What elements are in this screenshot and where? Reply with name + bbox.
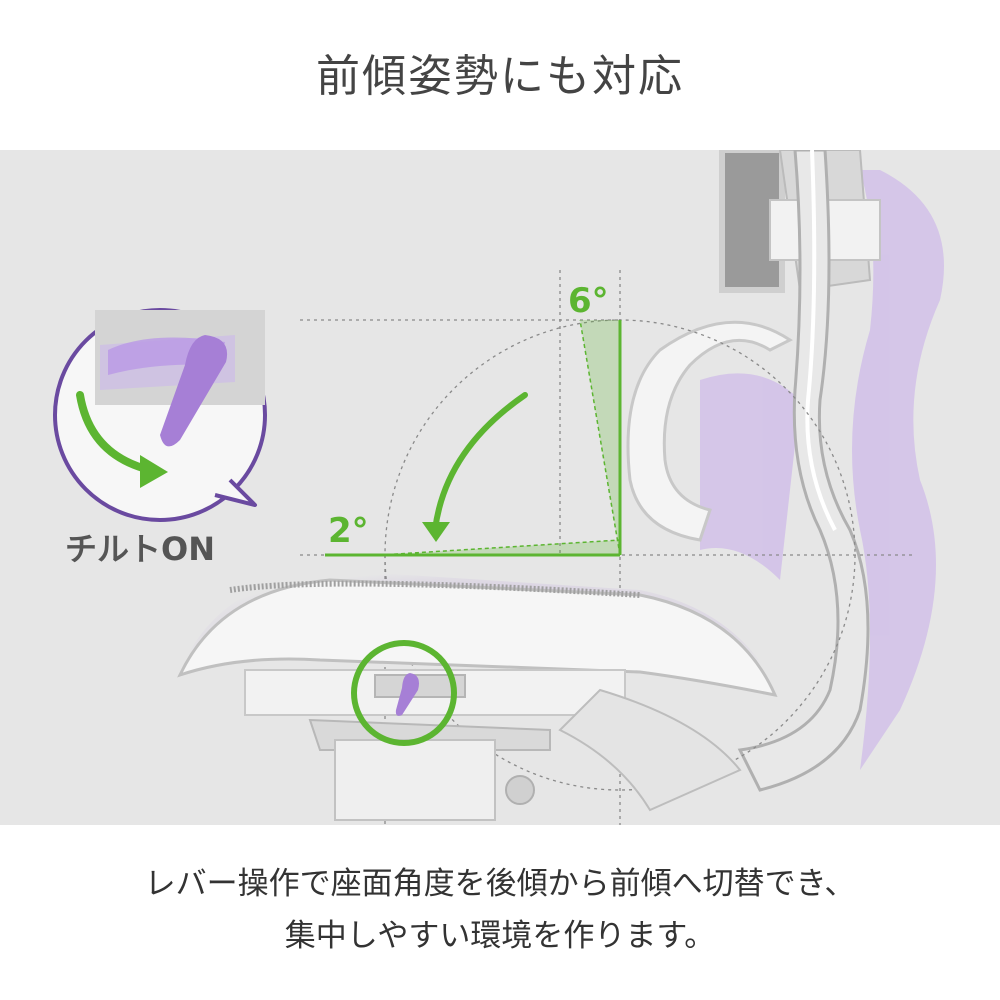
caption: レバー操作で座面角度を後傾から前傾へ切替でき、 集中しやすい環境を作ります。 bbox=[0, 858, 1000, 962]
seat bbox=[177, 570, 780, 710]
armrest bbox=[626, 320, 793, 542]
chair-photo: 6° 2° bbox=[0, 150, 1000, 825]
rotation-arrow bbox=[422, 392, 528, 542]
seat-angle-label: 2° bbox=[328, 511, 369, 551]
backrest-motion-ghost bbox=[700, 170, 944, 770]
caption-line-2: 集中しやすい環境を作ります。 bbox=[284, 918, 716, 954]
tilt-lever-highlight bbox=[351, 640, 457, 746]
chair-illustration: 6° 2° bbox=[53, 150, 944, 825]
page-title: 前傾姿勢にも対応 bbox=[316, 51, 684, 102]
seat-mechanism bbox=[244, 669, 742, 821]
lever-inset-bubble bbox=[53, 308, 267, 522]
chrome-frame bbox=[737, 150, 870, 792]
angle-wedges bbox=[325, 319, 622, 557]
tilt-on-label: チルトON bbox=[65, 530, 215, 568]
back-angle-label: 6° bbox=[568, 281, 609, 321]
caption-line-1: レバー操作で座面角度を後傾から前傾へ切替でき、 bbox=[144, 866, 856, 902]
